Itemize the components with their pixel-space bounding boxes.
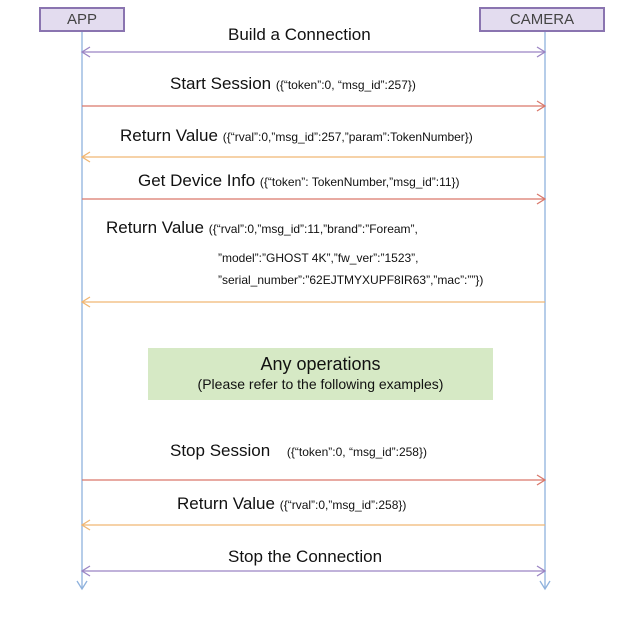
return-value-1-label: Return Value (120, 126, 218, 145)
start-arrowhead-right (536, 100, 547, 112)
stop-connection-label: Stop the Connection (228, 547, 383, 566)
return-value-2-message: Return Value ({“rval”:0,”msg_id”:11,”bra… (106, 218, 418, 238)
return-value-2-params: ({“rval”:0,”msg_id”:11,”brand”:”Foream”, (208, 222, 418, 236)
return-value-3-params: ({“rval”:0,”msg_id”:258}) (279, 498, 407, 512)
return-value-2-params-line3: ”serial_number”:”62EJTMYXUPF8IR63”,”mac”… (218, 273, 484, 287)
stop-session-message: Stop Session ({“token”:0, “msg_id”:258}) (170, 441, 427, 461)
getinfo-arrowhead-right (536, 193, 547, 205)
return-value-3-message: Return Value ({“rval”:0,”msg_id”:258}) (177, 494, 406, 514)
return-value-3-label: Return Value (177, 494, 275, 513)
camera-lifeline-arrowhead (539, 580, 551, 591)
stop-session-label: Stop Session (170, 441, 271, 460)
start-session-message: Start Session ({“token”:0, “msg_id”:257}… (170, 74, 416, 94)
build-arrowhead-left (80, 46, 91, 58)
operations-title: Any operations (260, 354, 381, 374)
operations-box: Any operations (Please refer to the foll… (148, 348, 493, 400)
stop-session-params: ({“token”:0, “msg_id”:258}) (286, 445, 427, 459)
camera-actor-box: CAMERA (479, 7, 605, 32)
ret2-arrowhead-left (80, 296, 91, 308)
ret1-arrowhead-left (80, 151, 91, 163)
stop-arrowhead-right (536, 474, 547, 486)
app-lifeline-arrowhead (76, 580, 88, 591)
stopconn-arrowhead-right (536, 565, 547, 577)
ret3-arrowhead-left (80, 519, 91, 531)
return-value-1-params: ({“rval”:0,”msg_id”:257,”param”:TokenNum… (222, 130, 473, 144)
get-device-info-message: Get Device Info ({“token”: TokenNumber,”… (138, 171, 460, 191)
build-arrowhead-right (536, 46, 547, 58)
stopconn-arrowhead-left (80, 565, 91, 577)
return-value-2-label: Return Value (106, 218, 204, 237)
start-session-label: Start Session (170, 74, 272, 93)
get-device-info-params: ({“token”: TokenNumber,”msg_id”:11}) (259, 175, 460, 189)
start-session-params: ({“token”:0, “msg_id”:257}) (275, 78, 416, 92)
build-connection-label: Build a Connection (228, 25, 371, 44)
return-value-2-params-line2: ”model”:”GHOST 4K”,”fw_ver”:”1523”, (218, 251, 419, 265)
return-value-1-message: Return Value ({“rval”:0,”msg_id”:257,”pa… (120, 126, 473, 146)
get-device-info-label: Get Device Info (138, 171, 256, 190)
operations-subtitle: (Please refer to the following examples) (197, 376, 444, 392)
app-actor-box: APP (39, 7, 125, 32)
